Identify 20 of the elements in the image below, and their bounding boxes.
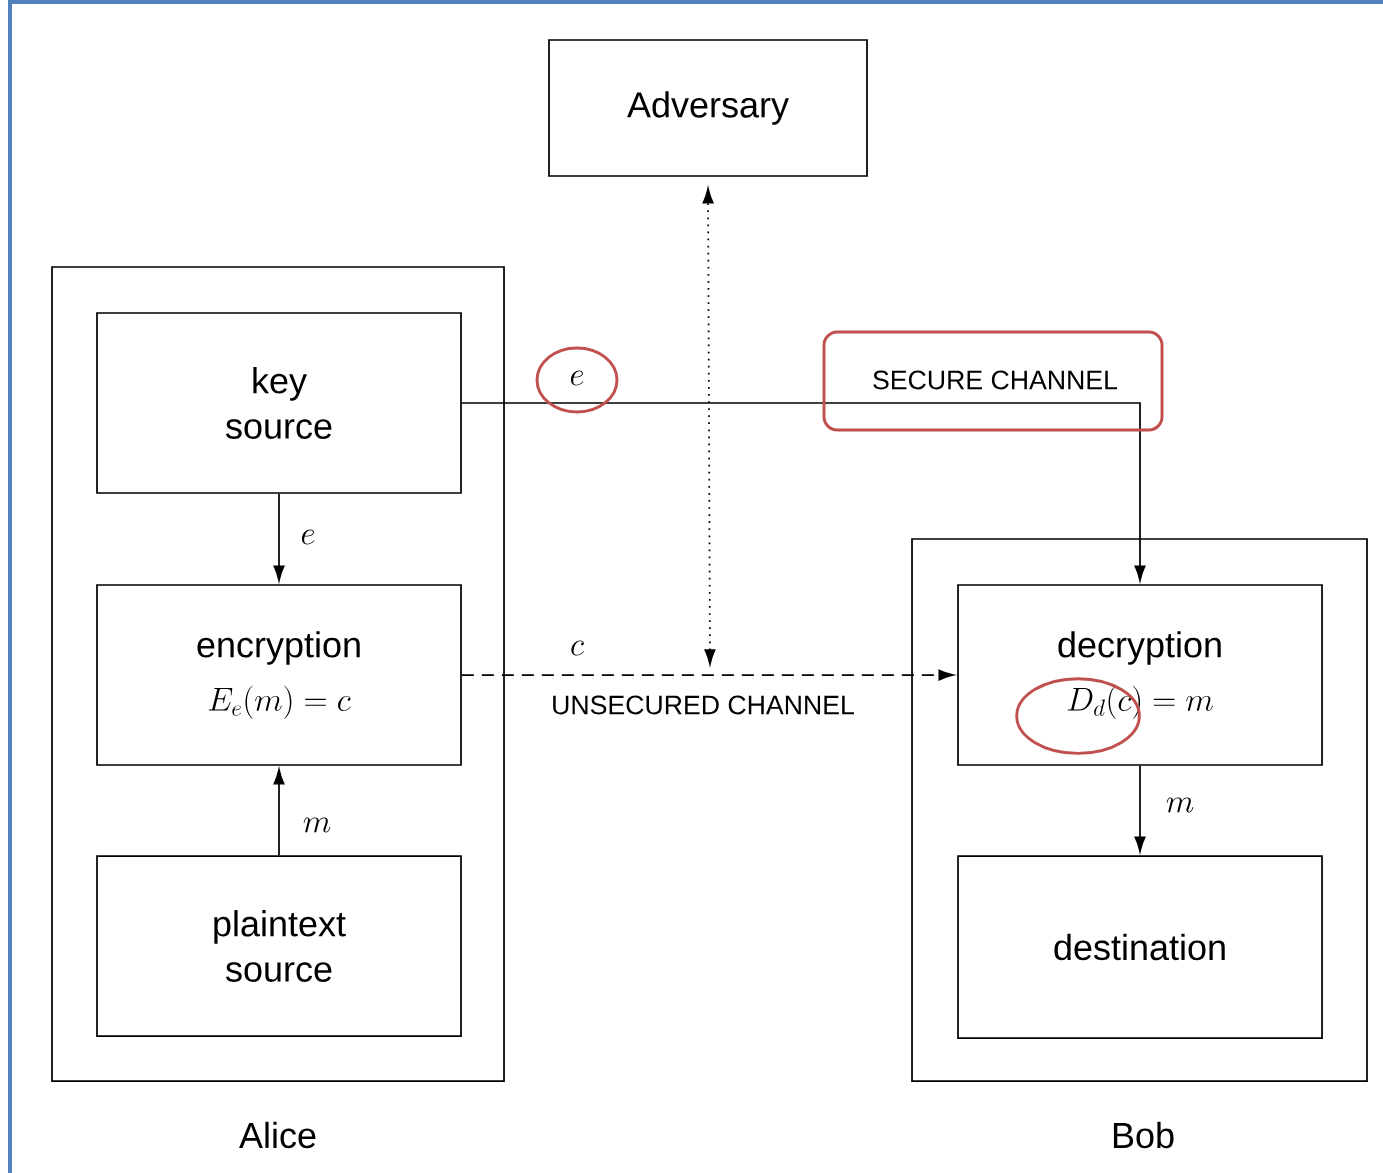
arrow	[273, 493, 285, 581]
arrow	[461, 669, 954, 681]
node-label: Alice	[239, 1121, 316, 1149]
process-box: encryption $E_e(m) = c$	[96, 584, 462, 766]
edge-label: $c$	[571, 640, 584, 656]
process-box: plaintext source	[96, 855, 462, 1037]
process-box: key source	[96, 312, 462, 494]
node-label: Bob	[1113, 1121, 1174, 1149]
channel-label: SECURE CHANNEL	[870, 369, 1120, 391]
process-box: Adversary	[548, 39, 868, 177]
arrow	[273, 769, 285, 856]
process-box: destination	[957, 855, 1323, 1039]
edge-label: $e$	[301, 529, 315, 545]
edge-label: $e$	[570, 370, 584, 386]
arrow	[461, 402, 1146, 581]
edge-label: $m$	[1166, 797, 1194, 813]
edge-label: $m$	[303, 817, 331, 833]
arrow	[1134, 765, 1146, 852]
arrow	[702, 188, 716, 665]
channel-label: UNSECURED CHANNEL	[549, 694, 857, 716]
